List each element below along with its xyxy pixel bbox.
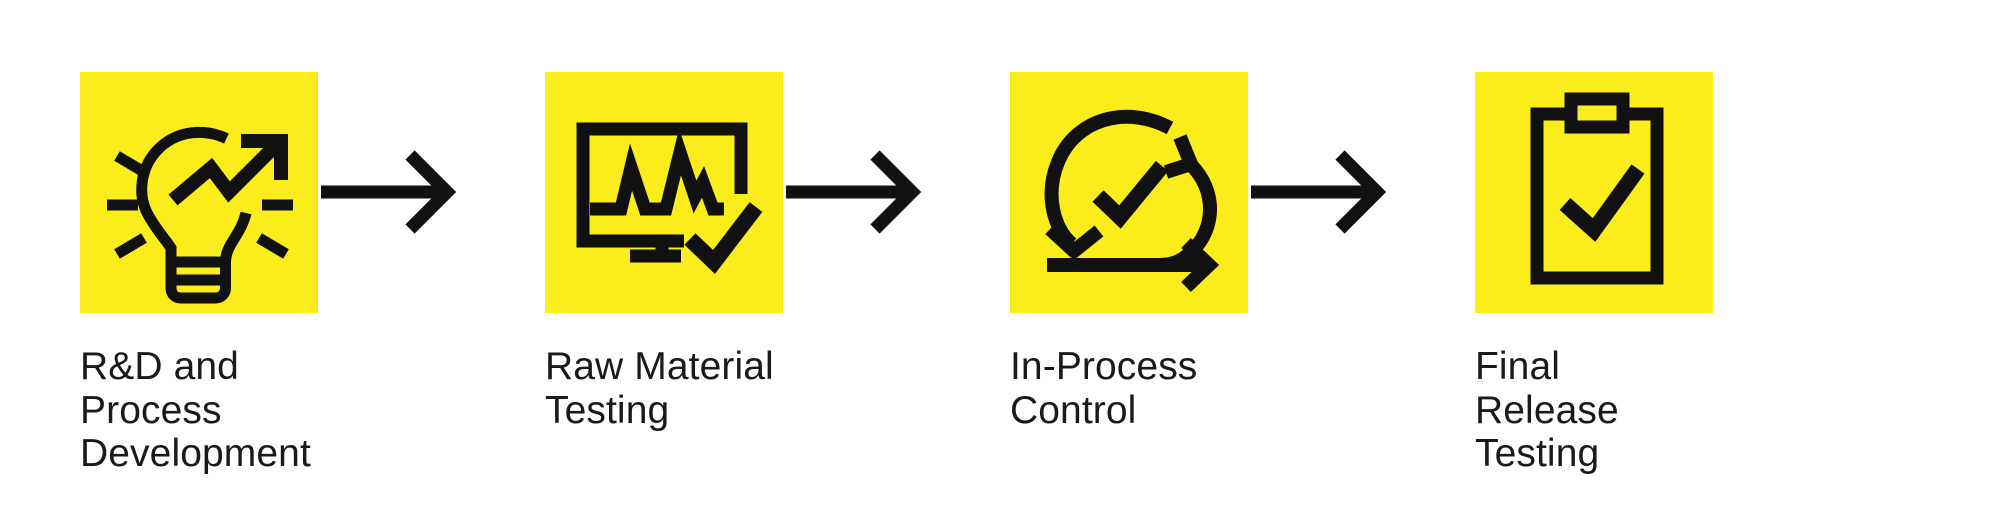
clipboard-check-icon	[1530, 92, 1664, 285]
step-1-label: R&D and Process Development	[80, 345, 311, 476]
step-4-label: Final Release Testing	[1475, 345, 1619, 476]
process-step-1: R&D and Process Development	[80, 72, 318, 476]
step-1-icon-tile	[80, 72, 318, 313]
process-step-4: Final Release Testing	[1475, 72, 1713, 476]
arrow-right-icon	[321, 150, 457, 234]
arrow-right-icon	[1251, 150, 1387, 234]
arrow-right-icon	[786, 150, 922, 234]
connector-2	[783, 72, 1010, 313]
process-step-3: In-Process Control	[1010, 72, 1248, 432]
step-3-icon-tile	[1010, 72, 1248, 313]
lightbulb-growth-arrow-icon	[107, 126, 293, 304]
step-3-label: In-Process Control	[1010, 345, 1198, 432]
process-step-2: Raw Material Testing	[545, 72, 783, 432]
process-flow-track: R&D and Process Development	[80, 72, 1713, 476]
connector-3	[1248, 72, 1475, 313]
step-4-icon-tile	[1475, 72, 1713, 313]
cycle-loop-check-arrow-icon	[1044, 109, 1220, 293]
connector-1	[318, 72, 545, 313]
step-2-icon-tile	[545, 72, 783, 313]
monitor-waveform-check-icon	[576, 122, 763, 274]
step-2-label: Raw Material Testing	[545, 345, 774, 432]
